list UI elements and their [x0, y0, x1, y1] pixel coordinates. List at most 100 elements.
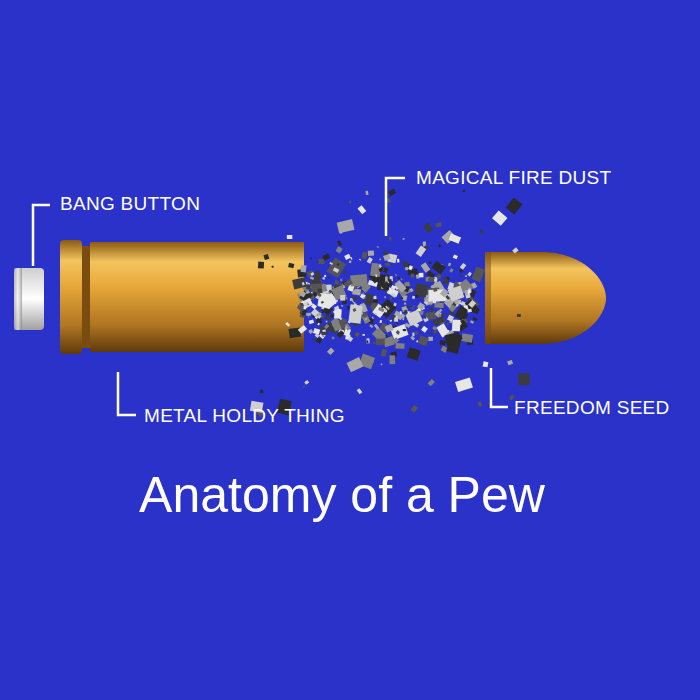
powder-grain [322, 330, 326, 333]
powder-grain [349, 201, 351, 204]
powder-grain [395, 274, 397, 276]
powder-grain [372, 304, 386, 318]
powder-grain [285, 322, 290, 327]
powder-grain [404, 302, 407, 305]
powder-grain [401, 297, 404, 299]
powder-grain [408, 265, 413, 270]
powder-grain [301, 265, 307, 272]
powder-grain [415, 331, 419, 335]
powder-grain [421, 262, 431, 272]
powder-grain [430, 307, 434, 312]
powder-grain [317, 288, 322, 293]
powder-grain [307, 303, 309, 305]
powder-grain [365, 317, 367, 320]
powder-grain [435, 222, 442, 228]
powder-grain [376, 339, 385, 345]
powder-grain [329, 262, 333, 265]
powder-grain [389, 263, 391, 265]
powder-grain [348, 336, 354, 342]
powder-grain [492, 211, 507, 226]
powder-grain [393, 303, 397, 307]
powder-grain [301, 312, 306, 317]
powder-grain [336, 246, 343, 253]
powder-grain [366, 338, 369, 343]
powder-grain [396, 284, 400, 287]
powder-grain [311, 304, 317, 310]
powder-grain [363, 297, 365, 299]
powder-grain [456, 304, 458, 306]
powder-grain [385, 310, 388, 312]
powder-grain [304, 380, 309, 385]
powder-grain [385, 310, 388, 312]
powder-grain [383, 254, 391, 261]
powder-grain [437, 274, 442, 279]
powder-grain [413, 305, 416, 308]
powder-grain [310, 258, 312, 260]
powder-grain [439, 340, 445, 346]
powder-grain [433, 287, 438, 292]
powder-grain [320, 294, 333, 305]
powder-grain [307, 270, 315, 277]
powder-grain [388, 189, 396, 197]
powder-grain [372, 317, 374, 320]
powder-grain [317, 260, 319, 262]
powder-grain [288, 263, 294, 268]
powder-grain [448, 263, 451, 267]
powder-grain [322, 335, 324, 337]
powder-grain [381, 349, 387, 357]
primer [14, 268, 44, 330]
powder-grain [389, 237, 392, 241]
powder-grain [316, 337, 323, 344]
powder-grain [306, 284, 311, 289]
powder-grain [341, 305, 343, 307]
powder-grain [360, 293, 366, 299]
powder-grain [509, 395, 515, 401]
powder-grain [472, 267, 485, 283]
powder-grain [367, 340, 369, 343]
powder-grain [400, 278, 402, 281]
powder-grain [357, 388, 363, 394]
powder-grain [302, 283, 312, 292]
powder-grain [445, 295, 450, 300]
powder-grain [416, 246, 427, 257]
powder-grain [386, 263, 391, 266]
powder-grain [302, 282, 305, 286]
powder-grain [337, 240, 342, 246]
powder-grain [388, 307, 390, 309]
powder-grain [297, 303, 305, 311]
powder-grain [354, 331, 360, 337]
powder-grain [326, 321, 328, 323]
powder-grain [411, 274, 414, 278]
powder-grain [412, 333, 414, 337]
powder-grain [311, 292, 313, 294]
powder-grain [402, 238, 404, 240]
powder-grain [327, 348, 334, 355]
powder-grain [334, 280, 339, 285]
powder-grain [430, 273, 434, 277]
powder-grain [287, 235, 293, 239]
powder-grain [324, 275, 326, 277]
powder-grain [478, 401, 483, 407]
bullet-head [485, 252, 606, 344]
powder-grain [379, 320, 382, 323]
powder-grain [424, 317, 426, 319]
powder-grain [315, 333, 320, 338]
powder-grain [468, 300, 476, 308]
leader-line [118, 372, 136, 415]
powder-grain [448, 286, 465, 302]
powder-grain [298, 325, 307, 334]
powder-grain [379, 259, 381, 261]
powder-grain [329, 290, 333, 293]
powder-grain [432, 261, 446, 274]
powder-grain [428, 379, 435, 386]
powder-grain [301, 303, 303, 305]
powder-grain [367, 257, 373, 264]
powder-grain [423, 223, 433, 234]
powder-grain [260, 389, 264, 393]
powder-grain [339, 229, 343, 234]
powder-grain [400, 311, 403, 314]
primer-edge [14, 268, 22, 330]
powder-grain [449, 268, 454, 273]
powder-grain [428, 262, 431, 264]
powder-grain [424, 301, 428, 304]
